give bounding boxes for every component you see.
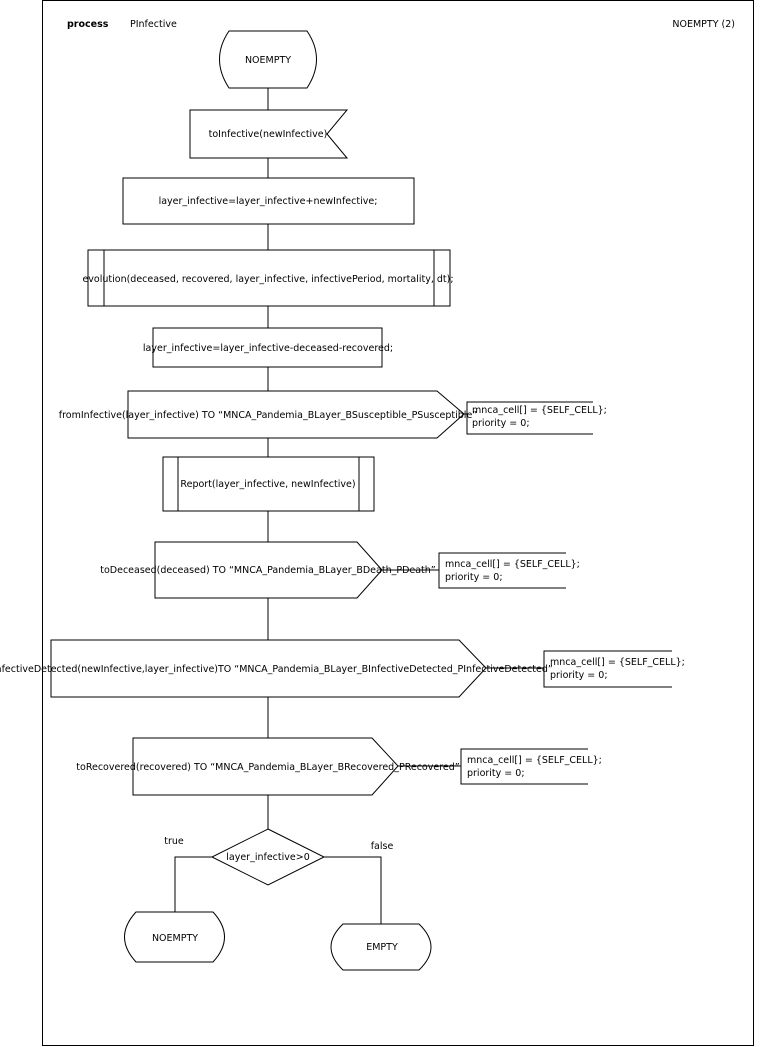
task-add-label: layer_infective=layer_infective+newInfec…: [159, 196, 378, 207]
start-state: NOEMPTY: [219, 30, 317, 89]
input-signal: toInfective(newInfective): [189, 109, 349, 159]
task-subtract-infective: layer_infective=layer_infective-deceased…: [143, 327, 393, 368]
header-page-label: NOEMPTY (2): [672, 19, 735, 30]
procedure-call-evolution-label: evolution(deceased, recovered, layer_inf…: [82, 274, 453, 285]
procedure-call-report: Report(layer_infective, newInfective): [162, 456, 375, 512]
decision-false-label: false: [371, 841, 394, 852]
output-signal-recovered: toRecovered(recovered) TO “MNCA_Pandemia…: [76, 737, 602, 796]
comment-deceased-line1: mnca_cell[] = {SELF_CELL};: [445, 559, 580, 570]
comment-susceptible-line1: mnca_cell[] = {SELF_CELL};: [472, 405, 607, 416]
decision-condition-label: layer_infective>0: [226, 852, 310, 863]
comment-recovered-line2: priority = 0;: [467, 768, 525, 779]
procedure-call-report-label: Report(layer_infective, newInfective): [180, 479, 355, 490]
task-add-infective: layer_infective=layer_infective+newInfec…: [122, 177, 415, 225]
start-state-label: NOEMPTY: [245, 55, 291, 66]
header-process-name: PInfective: [130, 19, 177, 30]
next-state-empty: EMPTY: [330, 923, 432, 971]
output-signal-susceptible-label: fromInfective(layer_infective) TO “MNCA_…: [59, 410, 478, 421]
output-signal-detected-label: toInfectiveDetected(newInfective,layer_i…: [0, 664, 553, 675]
output-signal-detected: toInfectiveDetected(newInfective,layer_i…: [0, 639, 685, 698]
input-signal-label: toInfective(newInfective): [209, 129, 328, 140]
output-signal-susceptible: fromInfective(layer_infective) TO “MNCA_…: [59, 390, 607, 439]
next-state-noempty: NOEMPTY: [124, 911, 225, 963]
decision-diamond: layer_infective>0 true false: [164, 828, 394, 886]
next-state-empty-label: EMPTY: [366, 942, 398, 953]
task-subtract-label: layer_infective=layer_infective-deceased…: [143, 343, 393, 354]
output-signal-recovered-label: toRecovered(recovered) TO “MNCA_Pandemia…: [76, 762, 460, 773]
comment-susceptible-line2: priority = 0;: [472, 418, 530, 429]
next-state-noempty-label: NOEMPTY: [152, 933, 198, 944]
output-signal-deceased-label: toDeceased(deceased) TO “MNCA_Pandemia_B…: [100, 565, 436, 576]
comment-recovered-line1: mnca_cell[] = {SELF_CELL};: [467, 755, 602, 766]
diagram-frame: [42, 0, 754, 1046]
comment-detected-line2: priority = 0;: [550, 670, 608, 681]
procedure-call-evolution: evolution(deceased, recovered, layer_inf…: [82, 249, 454, 307]
decision-true-label: true: [164, 836, 184, 847]
comment-detected-line1: mnca_cell[] = {SELF_CELL};: [550, 657, 685, 668]
header-keyword: process: [67, 19, 109, 30]
comment-deceased-line2: priority = 0;: [445, 572, 503, 583]
flow-connectors: [174, 88, 382, 924]
output-signal-deceased: toDeceased(deceased) TO “MNCA_Pandemia_B…: [100, 541, 580, 599]
